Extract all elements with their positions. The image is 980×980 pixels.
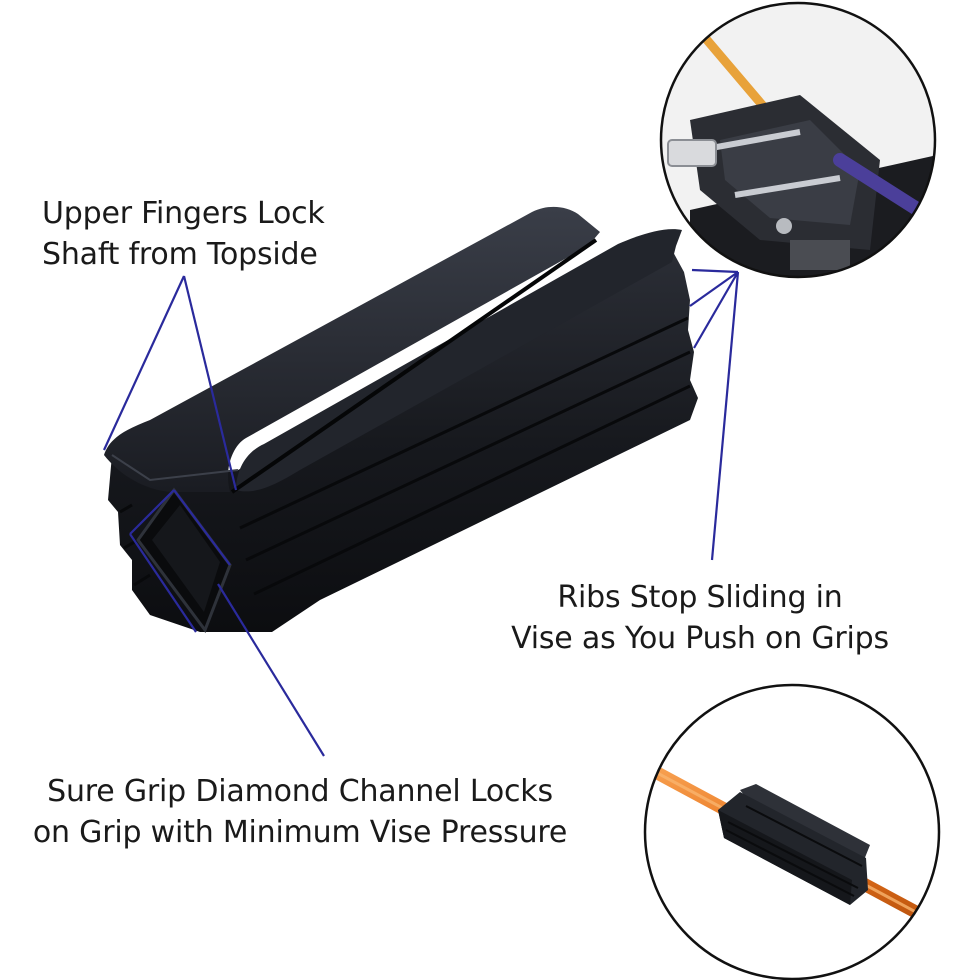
caption-ribs-line1: Ribs Stop Sliding in <box>557 580 843 615</box>
leader-upper-left <box>103 275 185 451</box>
upper-finger-left <box>104 206 600 492</box>
leader-ribs-4 <box>710 271 740 561</box>
caption-sure-grip: Sure Grip Diamond Channel Locks on Grip … <box>30 771 570 853</box>
leader-lines <box>103 268 740 757</box>
caption-sure-grip-line1: Sure Grip Diamond Channel Locks <box>47 774 553 809</box>
caption-upper-fingers-line1: Upper Fingers Lock <box>42 196 325 231</box>
inset-vise-photo <box>659 1 937 279</box>
clamp-body <box>108 250 698 632</box>
caption-ribs: Ribs Stop Sliding in Vise as You Push on… <box>500 577 900 659</box>
upper-finger-right <box>236 229 682 492</box>
leader-sure-2 <box>129 489 175 535</box>
inset-top-frame <box>659 1 937 279</box>
leader-upper-right <box>182 275 238 491</box>
caption-ribs-line2: Vise as You Push on Grips <box>511 621 889 656</box>
inset-bottom-frame <box>643 683 941 980</box>
leader-ribs-1 <box>691 268 739 274</box>
leader-ribs-2 <box>689 271 739 307</box>
leader-sure-4 <box>129 533 197 633</box>
inset-shaft-photo <box>643 683 941 980</box>
caption-upper-fingers-line2: Shaft from Topside <box>42 237 318 272</box>
caption-sure-grip-line2: on Grip with Minimum Vise Pressure <box>32 815 568 850</box>
clamp-ribs <box>119 316 691 596</box>
rubber-vise-clamp <box>104 206 698 634</box>
leader-sure-3 <box>173 489 231 566</box>
leader-sure-1 <box>217 583 325 757</box>
leader-ribs-3 <box>693 271 739 349</box>
caption-upper-fingers: Upper Fingers Lock Shaft from Topside <box>42 193 325 275</box>
